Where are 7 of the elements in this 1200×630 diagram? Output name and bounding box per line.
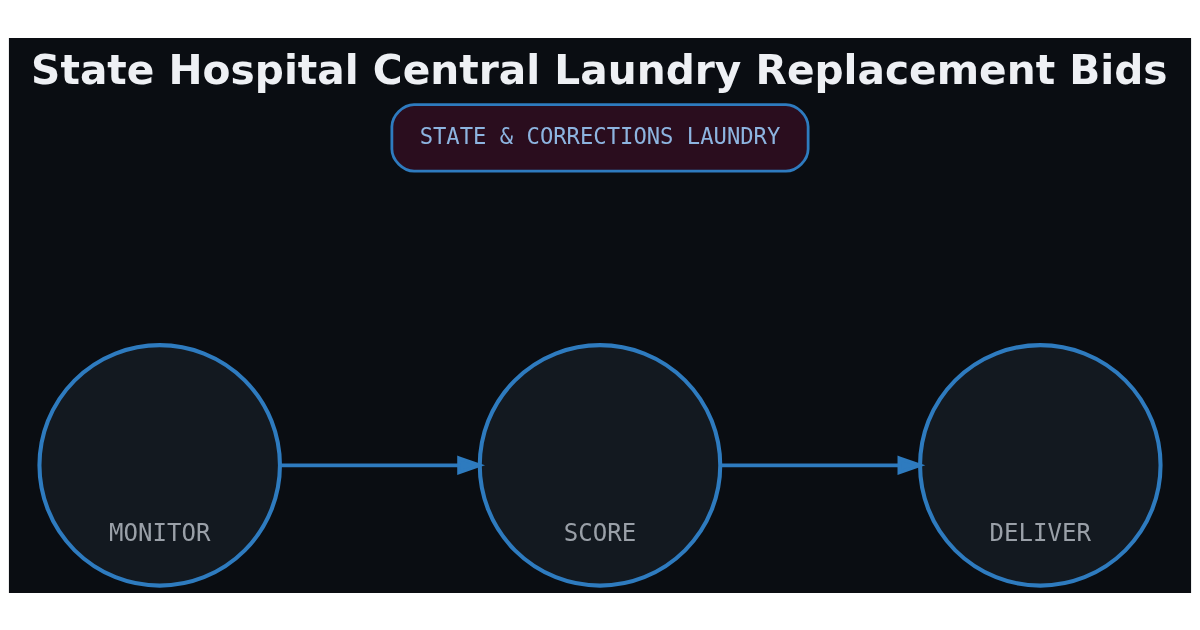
diagram-title: State Hospital Central Laundry Replacement Bids — [31, 45, 1168, 94]
node-box: STATE & CORRECTIONS LAUNDRY — [390, 102, 810, 173]
node-circle: MONITOR — [37, 342, 282, 588]
node-circle: SCORE — [477, 342, 723, 588]
node-circle: DELIVER — [918, 342, 1163, 588]
arrow — [280, 455, 486, 475]
arrow — [720, 455, 926, 475]
